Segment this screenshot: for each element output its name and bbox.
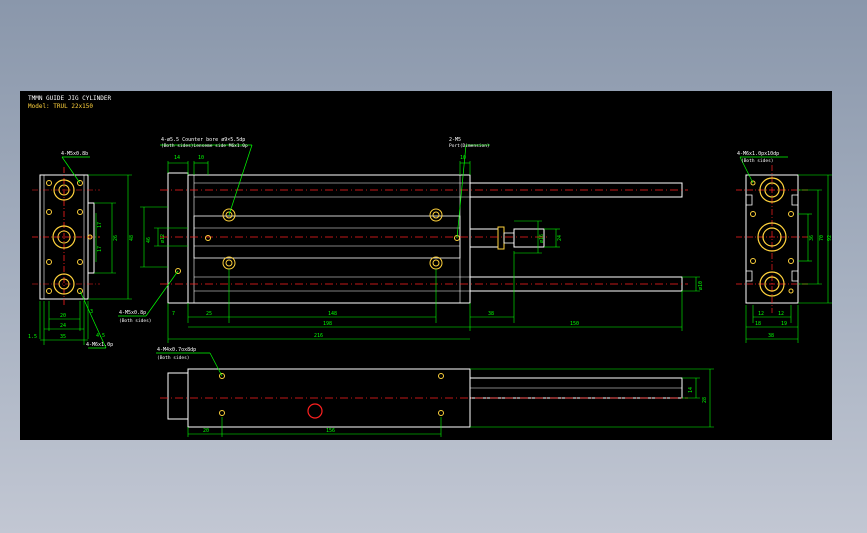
piston-rod bbox=[469, 228, 499, 248]
dim-left-24: 24 bbox=[60, 323, 66, 329]
left-tapped-holes bbox=[46, 180, 93, 294]
right-end-view: 4-M6x1.0px10dp (Both sides) 36 70 92 12 … bbox=[736, 151, 832, 343]
front-holes bbox=[175, 208, 460, 274]
dim-front-148: 148 bbox=[328, 311, 337, 317]
dim-front-24: 24 bbox=[557, 235, 563, 241]
dim-right-92: 92 bbox=[827, 235, 832, 241]
dim-right-38: 38 bbox=[768, 333, 774, 339]
front-bore-note: 4-ø5.5 Counter bore ø9×5.5dp bbox=[161, 137, 245, 143]
dim-left-26: 26 bbox=[113, 235, 119, 241]
rod-end-nut bbox=[497, 226, 505, 250]
left-bore-top bbox=[53, 179, 75, 201]
bottom-holes bbox=[219, 373, 444, 416]
dim-left-17a: 17 bbox=[97, 222, 103, 228]
bottom-note: 4-M4x0.7ox8dp bbox=[157, 347, 196, 353]
dim-right-12b: 12 bbox=[778, 311, 784, 317]
dim-left-3: 3 bbox=[90, 309, 93, 315]
dim-right-36: 36 bbox=[809, 235, 815, 241]
dim-bottom-14: 14 bbox=[688, 387, 694, 393]
dim-left-1-5: 1.5 bbox=[28, 334, 37, 340]
dim-left-20: 20 bbox=[60, 313, 66, 319]
bottom-end-plate bbox=[167, 372, 189, 420]
right-top-note: 4-M6x1.0px10dp bbox=[737, 151, 779, 157]
dim-front-10a: 10 bbox=[198, 155, 204, 161]
front-end-plate bbox=[167, 172, 189, 304]
front-port-note-2: Port(Dimension) bbox=[449, 143, 490, 149]
dim-left-35: 35 bbox=[60, 334, 66, 340]
bottom-view: 4-M4x0.7ox8dp (Both sides) 20 156 14 28 bbox=[156, 347, 714, 437]
dim-left-17b: 17 bbox=[97, 246, 103, 252]
dim-bottom-156: 156 bbox=[326, 428, 335, 434]
right-tapped-holes bbox=[750, 180, 794, 294]
dim-front-d16: ø16 bbox=[539, 234, 545, 243]
cad-drawing: TMMN GUIDE JIG CYLINDER Model: TRUL 22x1… bbox=[28, 95, 832, 437]
dim-front-d10: ø10 bbox=[698, 281, 704, 290]
dim-bottom-28: 28 bbox=[702, 397, 708, 403]
left-bore-bottom bbox=[53, 273, 75, 295]
front-port-note: 2-M5 bbox=[449, 137, 461, 143]
front-bottom-note-2: (Both sides) bbox=[119, 318, 152, 324]
left-bottom-note: 4-M6x1.0p bbox=[86, 342, 113, 348]
left-bore-mid bbox=[52, 225, 76, 249]
title-block: TMMN GUIDE JIG CYLINDER Model: TRUL 22x1… bbox=[28, 95, 111, 110]
front-bore-note-2: (Both sides)Lenseme side M6x1.0p bbox=[161, 143, 248, 149]
dim-bottom-20: 20 bbox=[203, 428, 209, 434]
cad-drawing-viewport[interactable]: TMMN GUIDE JIG CYLINDER Model: TRUL 22x1… bbox=[20, 91, 832, 440]
right-top-note-2: (Both sides) bbox=[741, 158, 774, 164]
left-end-view: 4-M5x0.8b 4-M6x1.0p 17 17 26 48 20 24 35… bbox=[28, 151, 135, 349]
front-bottom-note: 4-M5x0.8p bbox=[119, 310, 146, 316]
front-view: 4-ø5.5 Counter bore ø9×5.5dp (Both sides… bbox=[118, 137, 704, 343]
dim-right-18: 18 bbox=[755, 321, 761, 327]
dim-front-150: 150 bbox=[570, 321, 579, 327]
bottom-center-port bbox=[307, 403, 323, 419]
dim-left-4-5: 4.5 bbox=[96, 333, 105, 339]
dim-left-48: 48 bbox=[129, 235, 135, 241]
drawing-title: TMMN GUIDE JIG CYLINDER bbox=[28, 95, 111, 102]
left-view-step bbox=[87, 202, 95, 274]
dim-front-216: 216 bbox=[314, 333, 323, 339]
dim-front-10b: 10 bbox=[460, 155, 466, 161]
bottom-note-2: (Both sides) bbox=[157, 355, 190, 361]
rod-end bbox=[513, 228, 545, 248]
dim-front-d12: ø12 bbox=[160, 234, 166, 243]
dim-front-46: 46 bbox=[146, 237, 152, 243]
dim-right-12a: 12 bbox=[758, 311, 764, 317]
dim-front-38: 38 bbox=[488, 311, 494, 317]
drawing-model: Model: TRUL 22x150 bbox=[28, 103, 93, 110]
dim-front-7: 7 bbox=[172, 311, 175, 317]
dim-right-19: 19 bbox=[781, 321, 787, 327]
left-top-note: 4-M5x0.8b bbox=[61, 151, 88, 157]
dim-front-14: 14 bbox=[174, 155, 180, 161]
dim-front-198: 198 bbox=[323, 321, 332, 327]
right-bores bbox=[757, 177, 787, 297]
dim-front-25: 25 bbox=[206, 311, 212, 317]
dim-right-70: 70 bbox=[819, 235, 825, 241]
